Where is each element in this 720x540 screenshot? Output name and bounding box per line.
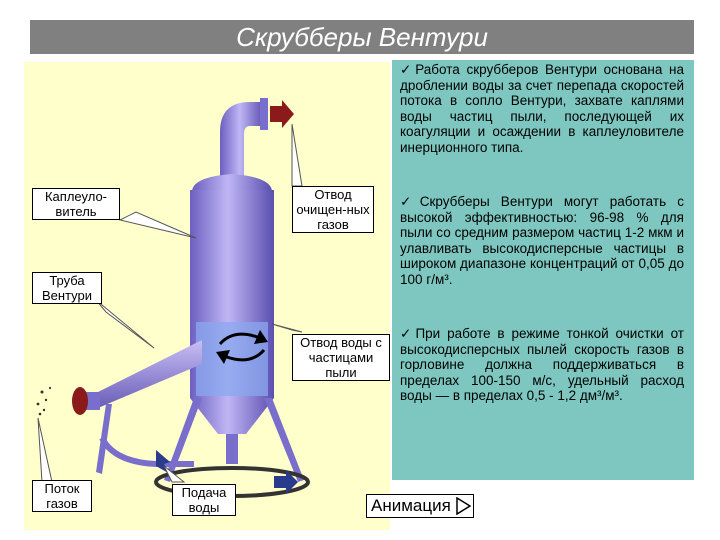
check-icon: ✓ bbox=[400, 326, 415, 341]
outlet-elbow bbox=[220, 102, 264, 187]
animation-button[interactable]: Анимация bbox=[366, 494, 474, 518]
gas-inlet bbox=[72, 387, 88, 415]
water-outlet-arrow bbox=[274, 470, 298, 494]
label-water-outlet: Отвод воды с частицами пыли bbox=[292, 334, 390, 381]
label-clean-gas-outlet: Отвод очищен-ных газов bbox=[292, 186, 374, 233]
leg-right bbox=[264, 398, 304, 482]
paragraph-efficiency: ✓Скрубберы Вентури могут работать с высо… bbox=[400, 194, 685, 287]
leader-gas bbox=[37, 417, 53, 483]
play-triangle-icon bbox=[456, 497, 471, 515]
vessel-bottom bbox=[190, 398, 274, 434]
leader-water bbox=[271, 323, 303, 333]
check-icon: ✓ bbox=[400, 62, 415, 77]
scrubber-drawing bbox=[36, 98, 310, 498]
leader-clean bbox=[291, 123, 303, 187]
label-droplet-catcher: Каплеуло-витель bbox=[32, 188, 120, 220]
outlet-flange bbox=[260, 98, 268, 130]
slide-title: Скрубберы Вентури bbox=[30, 20, 694, 54]
water-supply-arrow bbox=[156, 450, 170, 474]
venturi-cone bbox=[98, 340, 202, 408]
check-icon: ✓ bbox=[400, 194, 419, 209]
paragraph-principle: ✓Работа скрубберов Вентури основана на д… bbox=[400, 62, 684, 155]
label-venturi-tube: Труба Вентури bbox=[32, 272, 102, 304]
dust-particles bbox=[36, 386, 52, 416]
drain-pipe bbox=[226, 434, 238, 464]
water-pipe bbox=[99, 436, 194, 467]
leader-supply bbox=[163, 465, 186, 483]
clean-gas-arrow bbox=[270, 100, 294, 128]
rotation-symbol bbox=[218, 332, 266, 362]
description-panel: ✓Работа скрубберов Вентури основана на д… bbox=[392, 60, 694, 480]
vessel-top bbox=[192, 174, 272, 192]
label-water-supply: Подача воды bbox=[172, 484, 236, 516]
leader-droplet bbox=[118, 211, 197, 239]
animation-button-label: Анимация bbox=[371, 496, 451, 515]
paragraph-fine-cleaning: ✓При работе в режиме тонкой очистки от в… bbox=[400, 326, 684, 403]
scrubber-illustration bbox=[24, 62, 390, 530]
leader-venturi bbox=[95, 299, 155, 349]
label-gas-flow: Поток газов bbox=[32, 480, 92, 512]
